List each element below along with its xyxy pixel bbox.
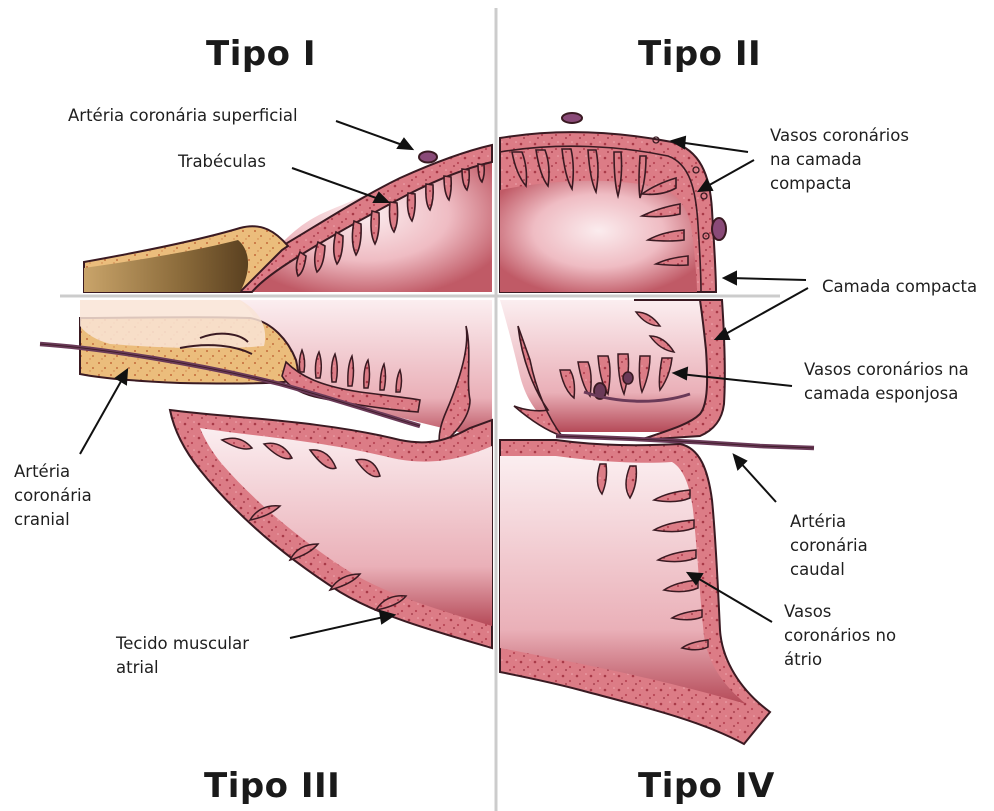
label-vasos-atrio: Vasos coronários no átrio (784, 600, 896, 672)
label-arteria-caudal: Artéria coronária caudal (790, 510, 868, 582)
title-tipo-1: Tipo I (206, 34, 316, 74)
label-arteria-cranial: Artéria coronária cranial (14, 460, 92, 532)
label-arteria-superficial: Artéria coronária superficial (68, 104, 298, 128)
title-tipo-4: Tipo IV (638, 766, 775, 806)
tipo-2-ventricle (500, 113, 726, 292)
label-tecido-atrial: Tecido muscular atrial (116, 632, 249, 680)
label-trabeculas: Trabéculas (178, 150, 266, 174)
title-tipo-3: Tipo III (204, 766, 340, 806)
label-camada-compacta: Camada compacta (822, 275, 977, 299)
tipo-3-ventricle (40, 300, 492, 648)
label-vasos-esponjosa: Vasos coronários na camada esponjosa (804, 358, 969, 406)
title-tipo-2: Tipo II (638, 34, 761, 74)
tipo-4-ventricle (500, 300, 814, 744)
tipo-1-ventricle (84, 145, 492, 292)
label-vasos-compacta: Vasos coronários na camada compacta (770, 124, 909, 196)
